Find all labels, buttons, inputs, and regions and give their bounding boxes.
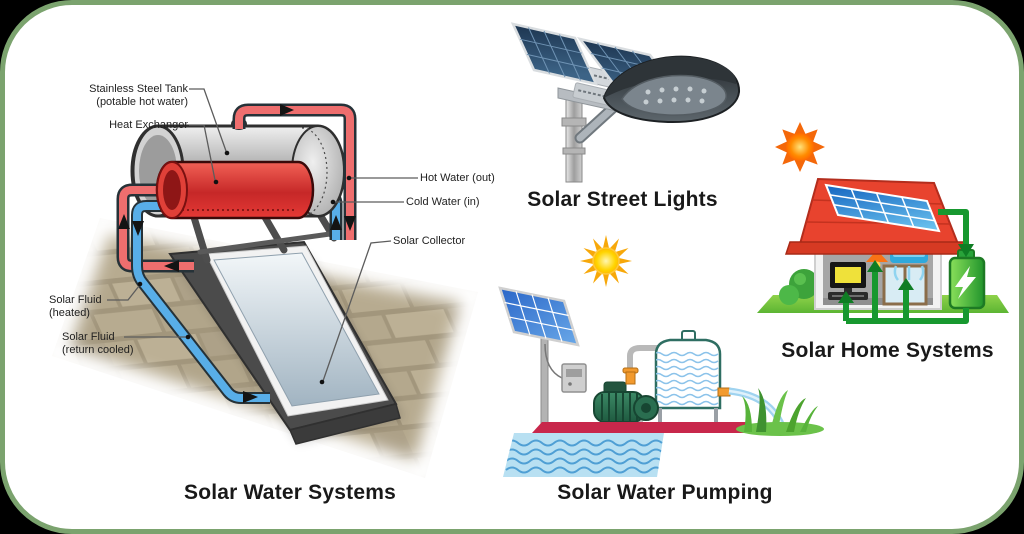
lamp-arm <box>574 101 620 144</box>
label-line: (return cooled) <box>62 343 134 356</box>
label-line: Solar Fluid <box>62 331 115 343</box>
label-solar-collector: Solar Collector <box>393 235 466 247</box>
water-pump <box>590 367 659 430</box>
flow-arrows <box>118 104 356 403</box>
label-stainless-steel-tank: Stainless Steel Tank (potable hot water) <box>56 83 188 108</box>
solar-water-pump-icon <box>480 235 824 477</box>
panel-wire <box>544 343 563 379</box>
battery-icon <box>948 249 986 310</box>
title-solar-water-pumping: Solar Water Pumping <box>557 481 773 504</box>
leader-dots <box>137 150 352 385</box>
title-solar-home-systems: Solar Home Systems <box>781 339 994 362</box>
water-storage-tank <box>652 330 731 429</box>
sun-icon <box>580 235 632 287</box>
pump-solar-panel <box>500 288 578 427</box>
label-cold-water-in: Cold Water (in) <box>406 196 480 208</box>
rooftop-solar-panel <box>826 185 939 231</box>
sun-icon <box>775 122 825 172</box>
bush <box>779 269 819 305</box>
label-hot-water-out: Hot Water (out) <box>420 172 495 184</box>
lamp-head <box>602 55 741 124</box>
solar-home-system-icon <box>750 122 1015 324</box>
pump-platform <box>532 422 746 433</box>
computer-icon <box>828 262 868 300</box>
energy-flow-arrows <box>838 209 974 324</box>
title-solar-street-lights: Solar Street Lights <box>527 188 718 211</box>
pump-controller-box <box>561 363 587 393</box>
solar-fluid-return-pipe <box>131 200 270 404</box>
label-line: (heated) <box>49 306 90 319</box>
label-leader-lines <box>107 88 418 382</box>
label-line: Stainless Steel Tank <box>89 83 188 95</box>
solar-water-heater-diagram-icon <box>40 88 496 480</box>
label-line: (potable hot water) <box>96 95 188 108</box>
label-heat-exchanger: Heat Exchanger <box>109 119 188 131</box>
label-solar-fluid-heated: Solar Fluid (heated) <box>49 294 102 319</box>
water-pool <box>503 433 664 477</box>
label-solar-fluid-return-cooled: Solar Fluid (return cooled) <box>62 331 134 356</box>
label-line: Solar Fluid <box>49 294 102 306</box>
hot-water-pipe <box>232 103 357 240</box>
heat-exchanger <box>155 160 315 220</box>
solar-street-light-icon <box>498 15 750 183</box>
grass-tuft <box>736 388 824 436</box>
solar-collector <box>168 240 401 445</box>
title-solar-water-systems: Solar Water Systems <box>184 481 396 504</box>
